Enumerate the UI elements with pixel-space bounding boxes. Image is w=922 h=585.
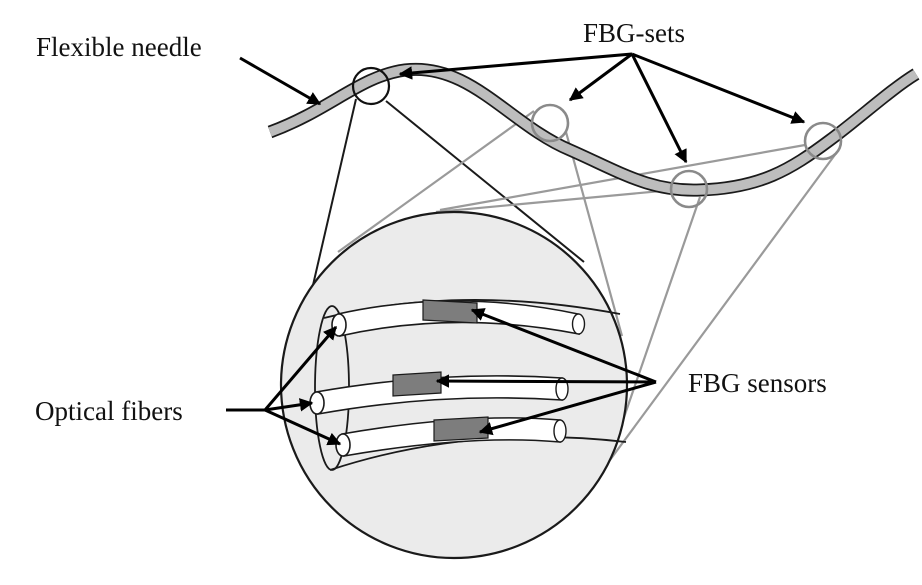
- optical-fiber-bottom: [335, 416, 567, 457]
- arrows: [226, 52, 806, 446]
- flexible-needle: [267, 62, 920, 197]
- label-optical-fibers: Optical fibers: [35, 396, 183, 426]
- arrow-fbg-set-1: [398, 52, 633, 80]
- label-fbg-sensors: FBG sensors: [688, 368, 827, 398]
- arrow-sensor-middle: [435, 374, 657, 388]
- fbg-set-ring-3: [669, 169, 709, 209]
- fbg-set-ring-1: [351, 66, 391, 106]
- label-fbg-sets: FBG-sets: [583, 18, 685, 48]
- arrow-fiber-middle: [264, 398, 314, 412]
- arrow-sensor-bottom: [478, 380, 657, 436]
- arrow-needle: [239, 56, 322, 106]
- fbg-set-ring-4: [803, 121, 843, 161]
- label-flexible-needle: Flexible needle: [36, 32, 202, 62]
- fbg-sensor-middle: [392, 371, 442, 397]
- optical-fiber-top: [331, 299, 586, 337]
- optical-fiber-middle: [309, 371, 569, 415]
- arrow-fiber-top: [263, 325, 338, 411]
- arrow-fiber-bottom: [264, 408, 342, 446]
- fbg-sensor-bottom: [433, 416, 489, 442]
- arrow-fbg-set-2: [568, 52, 633, 102]
- fbg-sensor-top: [422, 299, 478, 324]
- fbg-set-ring-2: [530, 103, 570, 143]
- arrow-sensor-top: [470, 308, 657, 384]
- magnified-view: [279, 210, 629, 560]
- arrow-fbg-set-3: [630, 53, 688, 164]
- fbg-set-rings: [351, 66, 843, 209]
- arrow-fbg-set-4: [631, 52, 806, 124]
